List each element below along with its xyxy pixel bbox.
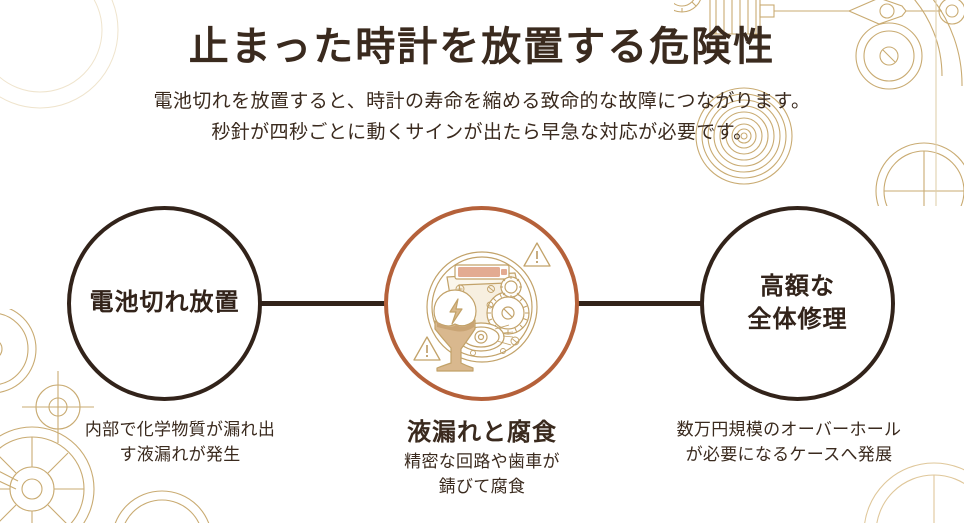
warning-triangle-top-right-icon	[522, 241, 551, 267]
page-title: 止まった時計を放置する危険性	[188, 25, 776, 69]
flow-node-leak-and-corrosion[interactable]	[384, 206, 579, 401]
caption-right-body: 数万円規模のオーバーホール が必要になるケースへ発展	[676, 420, 902, 464]
subtitle-line-2: 秒針が四秒ごとに動くサインが出たら早急な対応が必要です。	[211, 121, 753, 143]
caption-right: 数万円規模のオーバーホール が必要になるケースへ発展	[639, 418, 939, 467]
movement-plate	[425, 250, 538, 363]
gear-small-icon	[499, 275, 522, 298]
balance-wheel-icon	[875, 142, 964, 206]
battery-cell-icon	[453, 263, 510, 280]
leaking-fluid-icon	[433, 318, 476, 372]
flow-node-battery-dead-left-alone[interactable]: 電池切れ放置	[67, 206, 262, 401]
battery-lightning-icon	[432, 288, 477, 333]
flow-node-expensive-full-repair[interactable]: 高額な 全体修理	[700, 206, 895, 401]
connector-middle-to-right	[566, 301, 716, 306]
caption-left: 内部で化学物質が漏れ出 す液漏れが発生	[35, 418, 325, 467]
caption-middle-heading: 液漏れと腐食	[407, 419, 557, 446]
caption-row: 内部で化学物質が漏れ出 す液漏れが発生 液漏れと腐食 精密な回路や歯車が 錆びて…	[0, 418, 964, 523]
watch-movement-illustration	[412, 241, 551, 372]
flow-node-label-left: 電池切れ放置	[89, 289, 240, 317]
caption-middle-body: 精密な回路や歯車が 錆びて腐食	[404, 452, 560, 496]
page-subtitle: 電池切れを放置すると、時計の寿命を縮める致命的な故障につながります。 秒針が四秒…	[0, 70, 964, 149]
flow-node-label-right: 高額な 全体修理	[747, 273, 848, 333]
subtitle-line-1: 電池切れを放置すると、時計の寿命を縮める致命的な故障につながります。	[153, 91, 811, 112]
flow-diagram: 電池切れ放置	[0, 206, 964, 406]
header: 止まった時計を放置する危険性 電池切れを放置すると、時計の寿命を縮める致命的な故…	[0, 0, 964, 149]
caption-left-body: 内部で化学物質が漏れ出 す液漏れが発生	[84, 420, 276, 464]
caption-middle: 液漏れと腐食 精密な回路や歯車が 錆びて腐食	[334, 418, 630, 499]
warning-triangle-bottom-left-icon	[412, 335, 441, 361]
connector-left-to-middle	[248, 301, 398, 306]
